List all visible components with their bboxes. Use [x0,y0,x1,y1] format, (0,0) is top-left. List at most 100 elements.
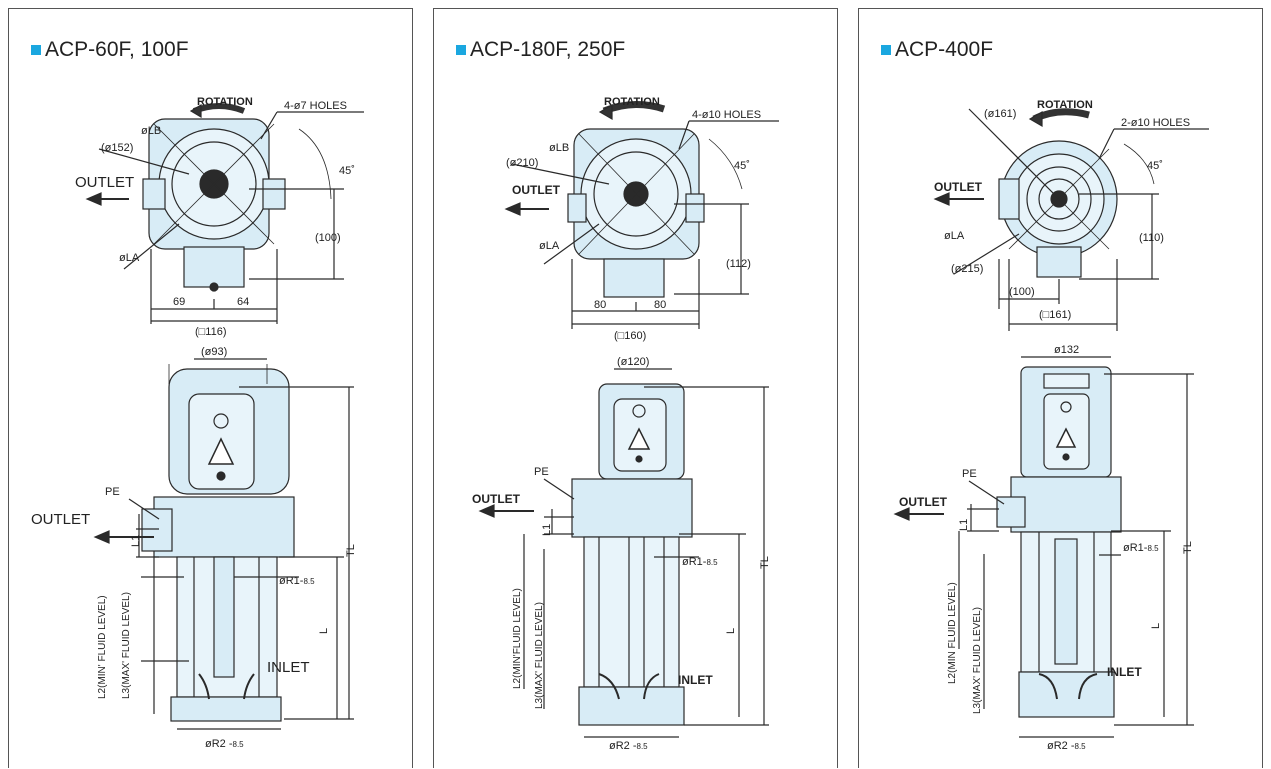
la-label: øLA [119,252,140,264]
side-dia-label: (ø120) [617,356,649,368]
panel-acp-60f-100f: ACP-60F, 100F [8,8,413,768]
r1-label: øR1-8.5 [682,556,718,568]
angle-label: 45˚ [339,165,355,177]
r2-text: øR2 - [609,740,637,752]
square-dim-label: (□116) [195,326,227,338]
la-label: øLA [539,240,560,252]
pump-drawing: ROTATION 4-ø10 HOLES 45˚ (ø210) øLB øLA … [472,96,779,752]
l2-label: L2(MIN' FLUID LEVEL) [97,595,108,699]
side-view-flange [153,496,295,558]
left-dim-label: 80 [594,299,606,311]
panel-title-text: ACP-180F, 250F [470,38,626,61]
rotation-label: ROTATION [604,96,660,108]
bullet-icon [456,45,466,55]
side-view-column [583,536,680,688]
pcd-label: (ø210) [506,157,538,169]
inlet-label: INLET [267,659,310,676]
side-view-base [170,696,282,722]
l1-label: L1 [958,519,970,531]
pcd2-label: (ø215) [951,263,983,275]
height-dim-label: (112) [726,258,751,270]
l3-label: L3(MAX' FLUID LEVEL) [534,602,545,709]
holes-label: 2-ø10 HOLES [1121,117,1190,129]
left-dim-label: 69 [173,296,185,308]
r2-text: øR2 - [1047,740,1075,752]
panel-title-text: ACP-60F, 100F [45,38,189,61]
bottom-dim-label: (100) [1009,286,1035,298]
side-outlet-label: OUTLET [31,511,90,528]
panel-acp-180f-250f: ACP-180F, 250F [433,8,838,768]
l2-label: L2(MIN FLUID LEVEL) [947,582,958,684]
side-view-base [1018,671,1115,718]
top-view-outlet-box [183,246,245,288]
side-view-base [578,686,685,726]
rotation-label: ROTATION [197,96,253,108]
pump-drawing: ROTATION 2-ø10 HOLES 45˚ (ø161) øLA (ø21… [893,99,1209,752]
height-dim-label: (100) [315,232,341,244]
pump-drawing: ROTATION 4-ø7 HOLES 45˚ (ø152) øLB øLA O… [31,96,364,750]
r1-tolerance: 8.5 [303,577,315,586]
r1-tolerance: 8.5 [1147,544,1159,553]
pcd-label: (ø161) [984,108,1016,120]
top-view-outlet-box [1036,246,1082,278]
rotation-label: ROTATION [1037,99,1093,111]
r1-label: øR1-8.5 [1123,542,1159,554]
top-view-outlet-box [603,258,665,298]
pe-label: PE [962,468,977,480]
l3-label: L3(MAX' FLUID LEVEL) [972,607,983,714]
r2-tolerance: 8.5 [233,740,245,749]
r2-tolerance: 8.5 [1075,742,1087,751]
bullet-icon [31,45,41,55]
l-label: L [318,628,330,634]
holes-label: 4-ø10 HOLES [692,109,761,121]
top-outlet-label: OUTLET [75,174,134,191]
r1-text: øR1- [682,556,707,568]
r2-tolerance: 8.5 [637,742,649,751]
side-dia-label: (ø93) [201,346,227,358]
l-label: L [725,628,737,634]
pcd-label: (ø152) [101,142,133,154]
la-label: øLA [944,230,965,242]
panel-title: ACP-60F, 100F [31,38,189,62]
r2-label: øR2 -8.5 [609,740,648,752]
pe-label: PE [105,486,120,498]
l1-label: L1 [130,535,142,547]
r2-text: øR2 - [205,738,233,750]
angle-label: 45˚ [734,160,750,172]
square-dim-label: (□160) [614,330,646,342]
side-outlet-label: OUTLET [899,495,948,509]
right-dim-label: 80 [654,299,666,311]
inlet-label: INLET [678,673,713,687]
bullet-icon [881,45,891,55]
height-dim-label: (110) [1139,232,1164,244]
pe-label: PE [534,466,549,478]
holes-label: 4-ø7 HOLES [284,100,347,112]
l-label: L [1150,623,1162,629]
lb-label: øLB [549,142,569,154]
l3-label: L3(MAX' FLUID LEVEL) [121,592,132,699]
tl-label: TL [345,544,357,557]
side-dia-label: ø132 [1054,344,1079,356]
r1-text: øR1- [279,575,304,587]
l1-label: L1 [541,524,553,536]
r2-label: øR2 -8.5 [205,738,244,750]
right-dim-label: 64 [237,296,249,308]
tl-label: TL [759,556,771,569]
square-dim-label: (□161) [1039,309,1071,321]
top-outlet-label: OUTLET [512,183,561,197]
r1-label: øR1-8.5 [279,575,315,587]
l2-label: L2(MIN'FLUID LEVEL) [512,588,523,689]
r1-text: øR1- [1123,542,1148,554]
angle-label: 45˚ [1147,160,1163,172]
panel-acp-400f: ACP-400F [858,8,1263,768]
panel-title: ACP-180F, 250F [456,38,625,62]
r2-label: øR2 -8.5 [1047,740,1086,752]
side-view-flange [571,478,693,538]
side-view-flange [1010,476,1122,533]
panel-title-text: ACP-400F [895,38,994,61]
tl-label: TL [1182,541,1194,554]
side-outlet-label: OUTLET [472,492,521,506]
lb-label: øLB [141,125,161,137]
top-outlet-label: OUTLET [934,180,983,194]
inlet-label: INLET [1107,665,1142,679]
